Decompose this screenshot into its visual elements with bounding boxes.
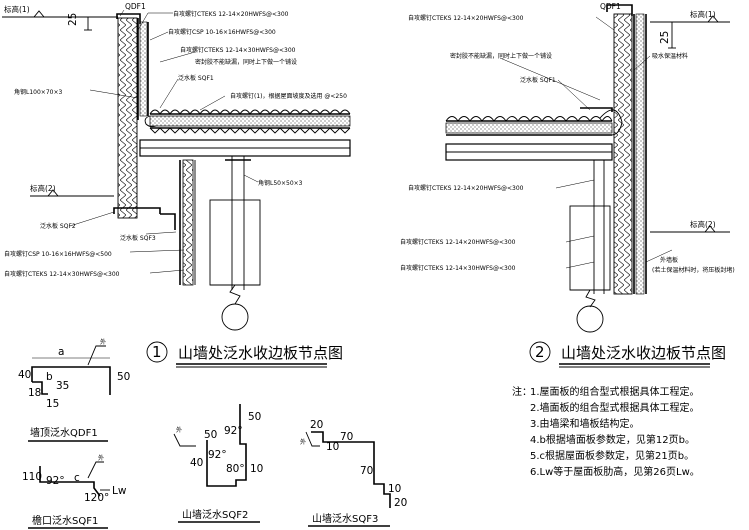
detail-1-title: 1 山墙处泛水收边板节点图 <box>146 341 343 368</box>
d1-fastener-c: 自攻螺钉CTEKS 12-14×30HWFS@<300 <box>180 46 296 54</box>
sqf1-dim-c: c <box>74 472 80 484</box>
sqf1-lw: Lw <box>112 485 127 497</box>
sqf1-dim-92: 92° <box>46 475 65 487</box>
notes: 注： 1.屋面板的组合型式根据具体工程定。 2.墙面板的组合型式根据具体工程定。… <box>512 385 700 478</box>
note-1: 1.屋面板的组合型式根据具体工程定。 <box>530 385 700 398</box>
d2-fastener-d: 自攻螺钉CTEKS 12-14×30HWFS@<300 <box>400 264 516 272</box>
d2-fastener-b: 自攻螺钉CTEKS 12-14×20HWFS@<300 <box>408 184 524 192</box>
d1-sqf3: 泛水板 SQF3 <box>120 234 156 242</box>
sqf1-caption: 檐口泛水SQF1 <box>32 514 98 527</box>
qdf1-dim-15: 15 <box>46 398 59 410</box>
d1-fastener-b: 自攻螺钉CSP 10-16×16HWFS@<300 <box>168 28 276 36</box>
roof-panel-1 <box>144 109 351 134</box>
sqf3-out: 外 <box>300 438 306 446</box>
sqf1-dim-110: 110 <box>22 471 42 483</box>
sqf3-dim-10b: 10 <box>388 483 401 495</box>
sqf2-dim-50a: 50 <box>248 411 261 423</box>
d1-fastener-f: 自攻螺钉CTEKS 12-14×30HWFS@<300 <box>4 270 120 278</box>
d1-fastener-a: 自攻螺钉CTEKS 12-14×20HWFS@<300 <box>173 10 289 18</box>
d1-angle-large: 角钢L100×70×3 <box>14 88 62 96</box>
note-2: 2.墙面板的组合型式根据具体工程定。 <box>530 401 700 414</box>
column-marker-1 <box>221 303 249 331</box>
d1-sqf2: 泛水板 SQF2 <box>40 222 76 230</box>
sqf3-caption: 山墙泛水SQF3 <box>312 512 378 525</box>
qdf1-dim-b: b <box>46 371 53 383</box>
detail-2-title: 2 山墙处泛水收边板节点图 <box>529 341 726 368</box>
profile-qdf1: 40 b 18 35 15 50 a 外 墙顶泛水QDF1 <box>18 338 130 442</box>
d1-sealant-note: 密封胶不能缺漏，同时上下做一个铺设 <box>195 58 297 66</box>
qdf1-dim-a: a <box>58 346 64 358</box>
d2-wall-panel <box>613 13 633 295</box>
detail-2: QDF1 标高(1) 25 <box>400 2 735 333</box>
d2-outer-note: (若土保温材料时，将压板封堵) <box>652 266 735 274</box>
d1-angle-small: 角钢L50×50×3 <box>258 179 303 187</box>
d2-level-mark-2: 标高(2) <box>650 219 730 233</box>
detail-2-title-text: 山墙处泛水收边板节点图 <box>561 344 726 362</box>
d2-sqf1: 泛水板 SQF1 <box>520 76 556 84</box>
wall-insulation <box>139 21 148 117</box>
detail-1-title-text: 山墙处泛水收边板节点图 <box>178 344 343 362</box>
sqf2-caption: 山墙泛水SQF2 <box>182 508 248 521</box>
qdf1-dim-50: 50 <box>117 371 130 383</box>
d2-fastener-a: 自攻螺钉CTEKS 12-14×20HWFS@<300 <box>408 14 524 22</box>
sqf2-dim-92a: 92° <box>224 425 243 437</box>
profile-sqf1: 110 92° c 120° Lw 外 檐口泛水SQF1 <box>22 454 127 529</box>
qdf1-label: QDF1 <box>125 2 146 11</box>
level-1-label: 标高(1) <box>4 4 30 14</box>
detail-2-number: 2 <box>535 343 545 361</box>
wall-panel <box>117 17 138 219</box>
qdf1-dim-40: 40 <box>18 369 31 381</box>
note-3: 3.由墙梁和墙板结构定。 <box>530 417 640 430</box>
note-6: 6.Lw等于屋面板肋高，见第26页Lw。 <box>530 465 700 478</box>
profile-sqf2: 50 50 92° 40 92° 80° 10 外 山墙泛水SQF2 <box>173 404 263 523</box>
column-1 <box>179 159 261 305</box>
d2-insulation: 吸水保温材料 <box>652 52 688 60</box>
d1-fastener-e: 自攻螺钉CSP 10-16×16HWFS@<500 <box>4 250 112 258</box>
notes-label: 注： <box>512 385 532 398</box>
roof-panel-2 <box>445 107 623 136</box>
d1-fastener-d: 自攻螺钉(1)，根据屋面坡度及选用 @<250 <box>230 92 347 100</box>
d1-sqf1: 泛水板 SQF1 <box>178 74 214 82</box>
d2-wall-insulation <box>635 13 645 295</box>
column-marker-2 <box>576 305 604 333</box>
d2-fastener-c: 自攻螺钉CTEKS 12-14×20HWFS@<300 <box>400 238 516 246</box>
note-5: 5.c根据屋面板参数定，见第21页b。 <box>530 449 694 462</box>
sqf2-dim-10: 10 <box>250 463 263 475</box>
level-2-label: 标高(2) <box>30 183 56 193</box>
d2-dim-25: 25 <box>659 31 671 44</box>
sqf3-dim-20a: 20 <box>310 419 323 431</box>
d2-level-mark: 标高(1) 25 <box>650 9 730 49</box>
sqf2-dim-92b: 92° <box>208 449 227 461</box>
sqf1-out: 外 <box>98 454 104 462</box>
qdf1-out: 外 <box>100 338 106 346</box>
qdf1-dim-18: 18 <box>28 387 41 399</box>
sqf2-dim-40: 40 <box>190 457 203 469</box>
sqf2-dim-80: 80° <box>226 463 245 475</box>
sqf1-dim-120: 120° <box>84 492 109 504</box>
sqf3-dim-70a: 70 <box>340 431 353 443</box>
dim-25: 25 <box>67 13 79 26</box>
level-mark-2: 标高(2) <box>30 183 114 197</box>
sqf3-dim-20b: 20 <box>394 497 407 509</box>
detail-1: 标高(1) 25 QDF1 <box>2 2 351 331</box>
d2-level-label: 标高(1) <box>690 9 716 19</box>
steel-beam-1 <box>139 139 351 290</box>
level-mark-1: 标高(1) <box>2 4 46 18</box>
sqf3-dim-10a: 10 <box>326 441 339 453</box>
d2-outer-label: 外墙板 <box>660 256 678 264</box>
d2-qdf1: QDF1 <box>600 2 621 11</box>
qdf1-dim-35: 35 <box>56 380 69 392</box>
d2-sealant-note: 密封胶不能缺漏，同时上下做一个铺设 <box>450 52 552 60</box>
sqf2-flashing <box>113 207 161 214</box>
d2-level-2-label: 标高(2) <box>690 219 716 229</box>
detail-1-number: 1 <box>152 343 162 361</box>
sqf3-dim-70b: 70 <box>360 465 373 477</box>
note-4: 4.b根据墙面板参数定，见第12页b。 <box>530 433 695 446</box>
sqf2-dim-50b: 50 <box>204 429 217 441</box>
qdf1-caption: 墙顶泛水QDF1 <box>30 426 98 439</box>
sqf2-out: 外 <box>176 426 182 434</box>
profile-sqf3: 20 10 70 70 10 20 外 山墙泛水SQF3 <box>300 419 407 527</box>
steel-beam-2 <box>445 143 613 308</box>
